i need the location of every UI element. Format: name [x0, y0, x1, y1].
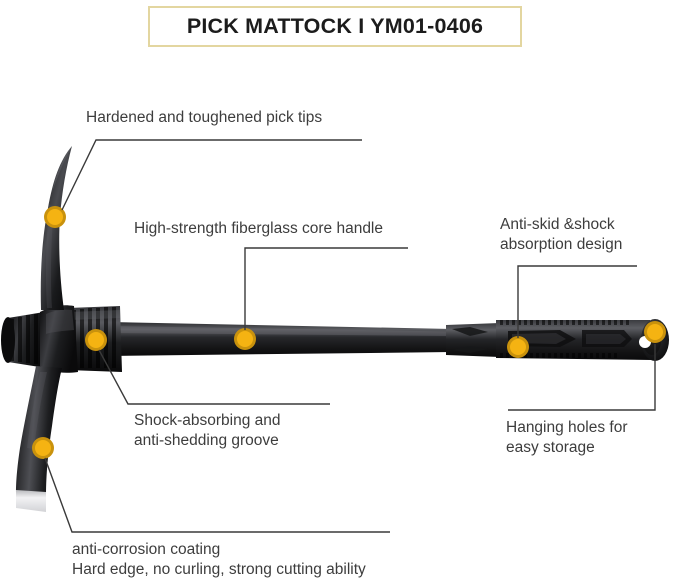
- marker-blade-edge: [32, 437, 54, 459]
- marker-pick-tip: [44, 206, 66, 228]
- page-title: PICK MATTOCK I YM01-0406: [186, 14, 484, 38]
- head-body: [40, 305, 78, 373]
- blade-edge: [16, 490, 46, 512]
- adze-arm: [16, 366, 62, 512]
- callout-hanging-holes-line1: Hanging holes for: [506, 419, 628, 436]
- head-butt: [1, 312, 46, 368]
- marker-anti-skid: [507, 336, 529, 358]
- callout-anti-skid-line1: Anti-skid &shock: [500, 216, 615, 233]
- marker-groove: [85, 329, 107, 351]
- callout-anti-corrosion-line1: anti-corrosion coating: [72, 541, 221, 558]
- handle-shaft: [108, 322, 452, 356]
- pick-arm: [40, 146, 72, 310]
- product-title-box: PICK MATTOCK I YM01-0406: [148, 6, 522, 47]
- callout-shock-groove-line1: Shock-absorbing and: [134, 412, 281, 429]
- feature-markers: [32, 206, 666, 459]
- callout-hanging-holes-line2: easy storage: [506, 439, 595, 456]
- callout-anti-skid-line2: absorption design: [500, 236, 623, 253]
- callout-shock-groove-line2: anti-shedding groove: [134, 432, 279, 449]
- marker-hanging-hole: [644, 321, 666, 343]
- marker-handle-core: [234, 328, 256, 350]
- callout-anti-corrosion-line2: Hard edge, no curling, strong cutting ab…: [72, 561, 366, 578]
- shaft-grip-transition: [446, 323, 500, 357]
- callout-pick-tips: Hardened and toughened pick tips: [86, 109, 323, 126]
- callout-fiberglass-core: High-strength fiberglass core handle: [134, 220, 383, 237]
